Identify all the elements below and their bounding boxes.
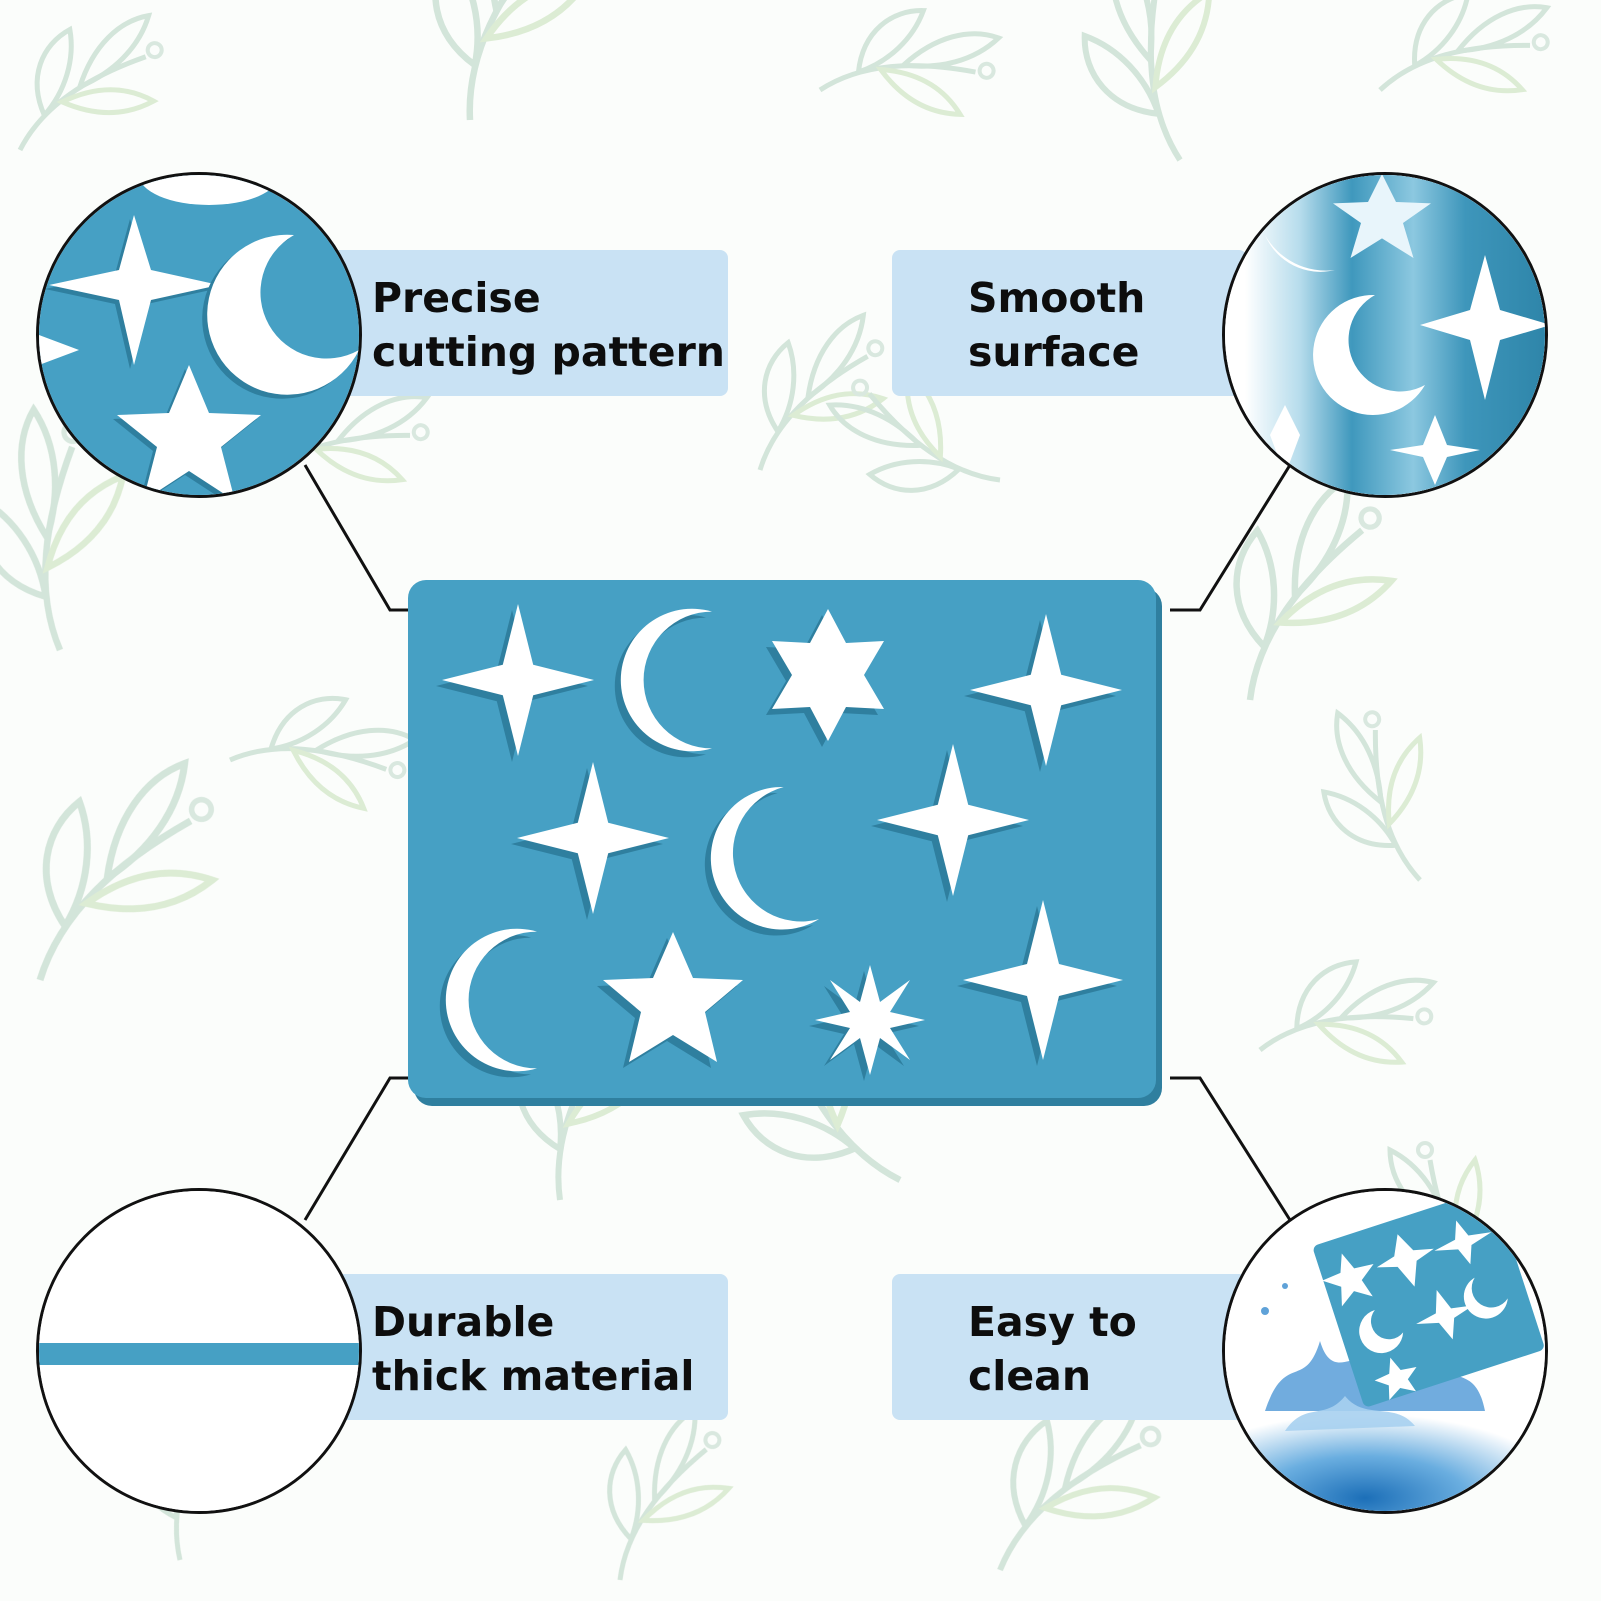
burst-cutout <box>815 965 925 1075</box>
feature-label-durable: Durable thick material <box>372 1298 695 1400</box>
label-box-durable <box>330 1274 728 1420</box>
label-box-precise <box>330 250 728 396</box>
stencil-closeup-icon <box>36 172 362 498</box>
feature-label-precise: Precise cutting pattern <box>372 274 725 376</box>
glossy-surface-icon <box>1222 172 1548 498</box>
label-box-easy-clean <box>892 1274 1247 1420</box>
thickness-cross-section-icon <box>36 1188 362 1514</box>
stencil-sheet <box>408 580 1156 1098</box>
label-box-smooth <box>892 250 1247 396</box>
feature-label-smooth: Smooth surface <box>968 274 1146 376</box>
feature-label-easy-clean: Easy to clean <box>968 1298 1137 1400</box>
stencil-template <box>408 580 1168 1114</box>
water-splash-icon <box>1222 1188 1548 1514</box>
